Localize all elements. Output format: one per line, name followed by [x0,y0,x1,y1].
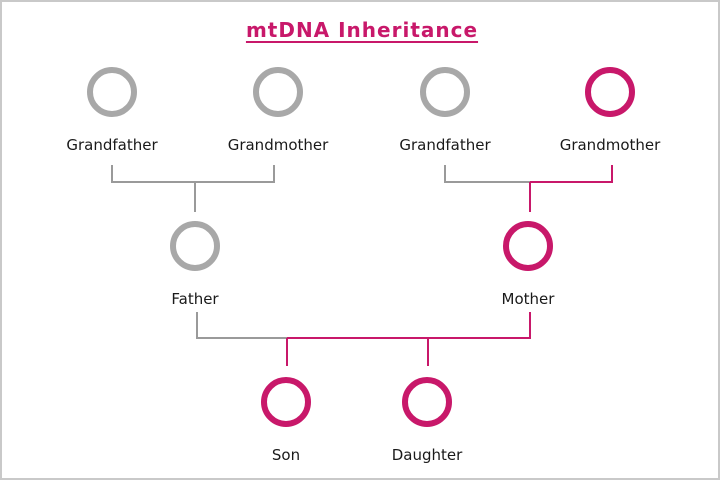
circle-icon [585,67,635,117]
member-label: Grandmother [559,136,661,154]
circle-icon [402,377,452,427]
circle-icon [420,67,470,117]
diagram-title: mtDNA Inheritance [245,18,479,42]
circle-icon [253,67,303,117]
connector-paternal-grandparents [111,165,275,183]
connector-maternal-grandfather [444,165,530,183]
connector-mother [287,312,531,339]
member-label: Son [271,446,301,464]
member-label: Grandfather [66,136,158,154]
circle-icon [503,221,553,271]
member-label: Mother [501,290,555,308]
member-label: Grandmother [227,136,329,154]
connector-maternal-grandmother [530,165,613,183]
circle-icon [170,221,220,271]
member-label: Daughter [391,446,463,464]
circle-icon [87,67,137,117]
circle-icon [261,377,311,427]
member-label: Father [171,290,219,308]
connector-father [196,312,287,339]
member-label: Grandfather [399,136,491,154]
